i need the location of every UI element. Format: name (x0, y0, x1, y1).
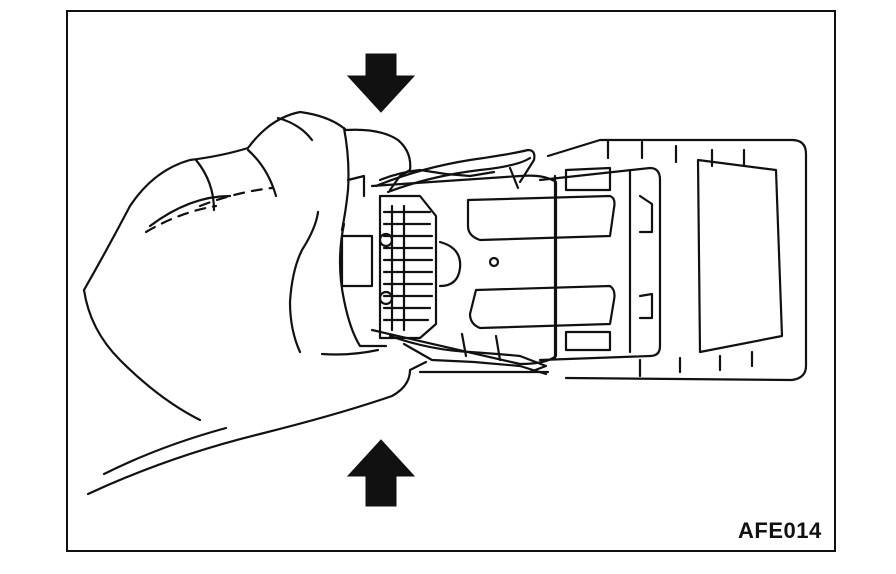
hidden-lines (144, 186, 274, 234)
terminal-block (340, 194, 438, 340)
lamp-housing (546, 138, 808, 382)
spring-clip-bottom (388, 332, 550, 376)
hand (82, 110, 428, 496)
arrow-down-icon (346, 53, 416, 113)
bulb-connector (370, 174, 616, 366)
arrow-up-icon (346, 439, 416, 507)
spring-clip-top (374, 148, 536, 194)
figure-code: AFE014 (738, 518, 822, 543)
figure-frame (66, 10, 836, 552)
